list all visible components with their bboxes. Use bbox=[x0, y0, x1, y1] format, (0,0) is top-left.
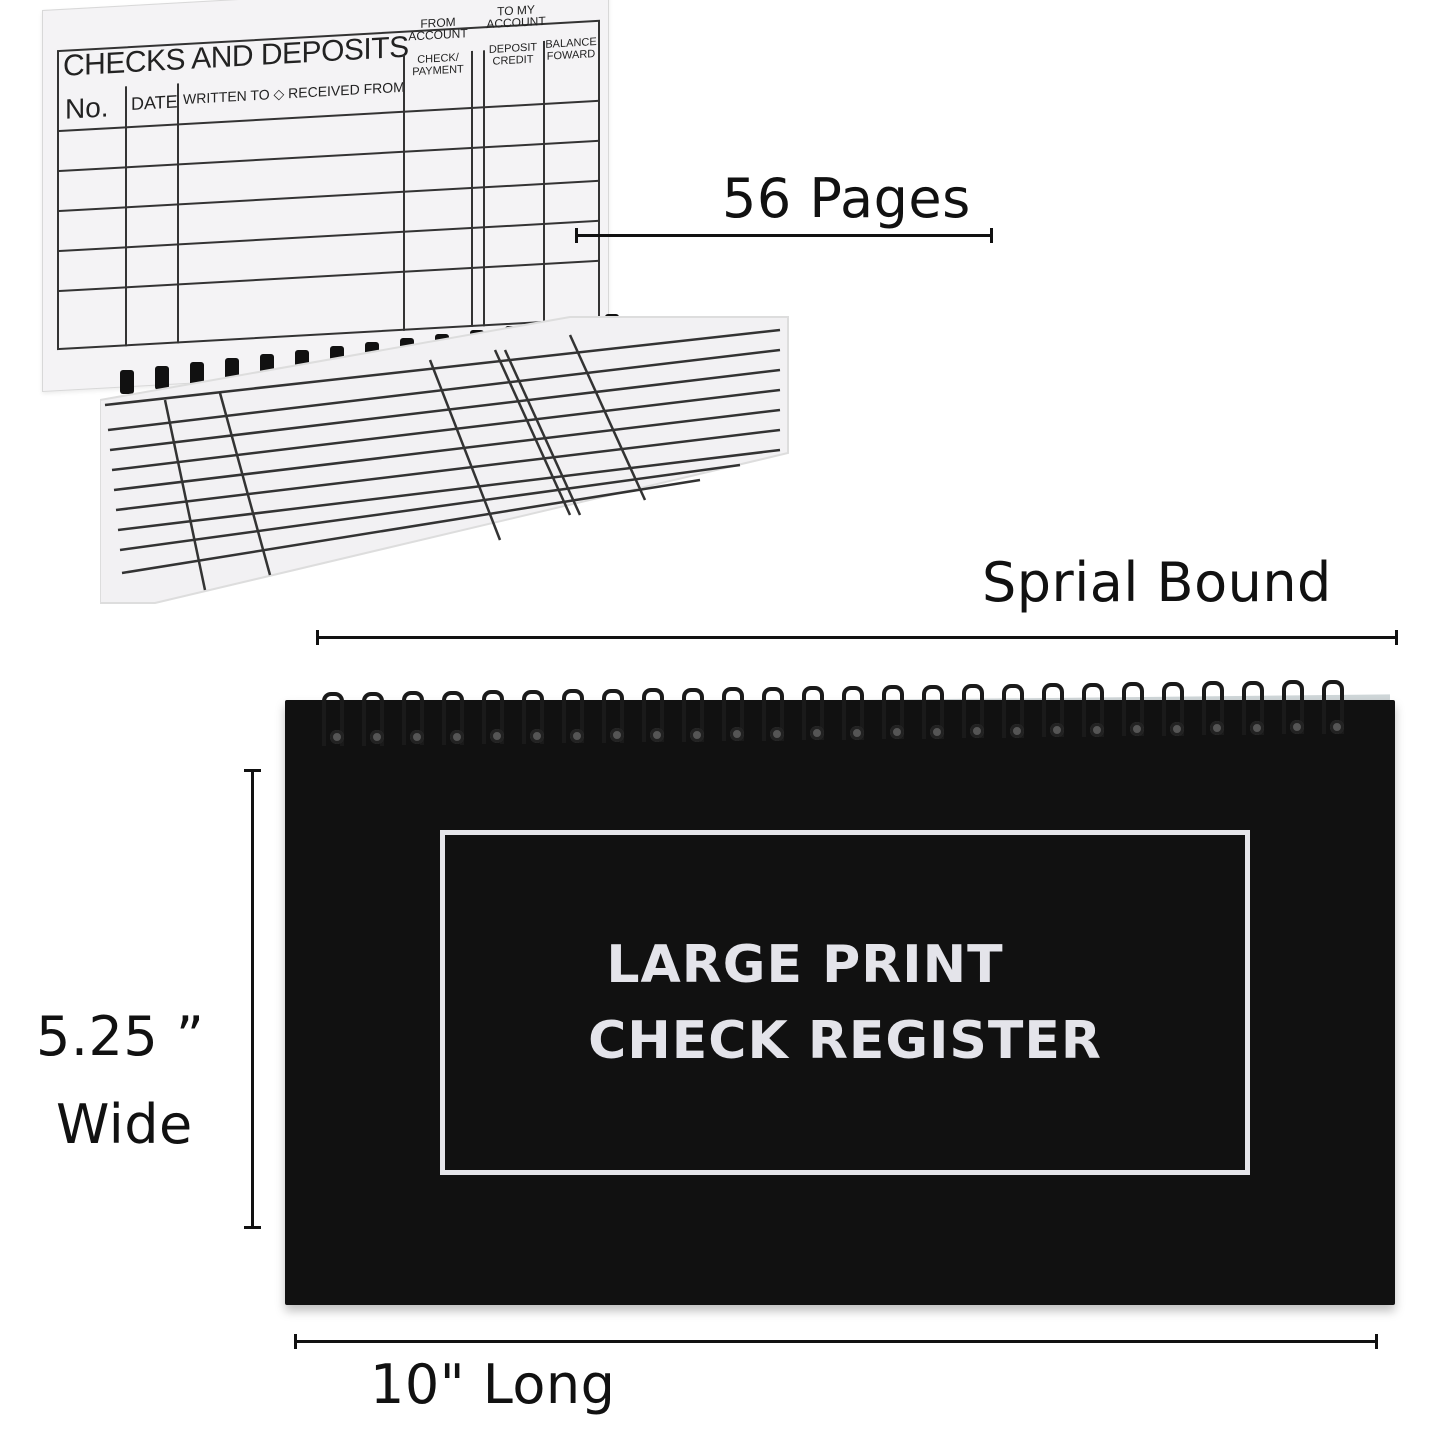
length-callout-text: 10" Long bbox=[370, 1353, 616, 1416]
length-dimension-line bbox=[294, 1334, 1378, 1349]
cover-title-line2: CHECK REGISTER bbox=[588, 1011, 1102, 1071]
notebook-cover: LARGE PRINT CHECK REGISTER bbox=[285, 700, 1395, 1305]
col-check-payment: CHECK/ PAYMENT bbox=[412, 51, 464, 79]
pages-callout-text: 56 Pages bbox=[722, 167, 971, 230]
binding-callout-text: Sprial Bound bbox=[982, 551, 1332, 614]
col-no: No. bbox=[65, 91, 109, 125]
to-my-account-label: TO MY ACCOUNT bbox=[486, 2, 546, 32]
binding-dimension-line bbox=[316, 630, 1398, 645]
cover-title-box: LARGE PRINT CHECK REGISTER bbox=[440, 830, 1250, 1175]
col-date: DATE bbox=[131, 91, 178, 115]
width-callout-label: Wide bbox=[56, 1093, 193, 1156]
cover-title-line1: LARGE PRINT bbox=[606, 935, 1004, 995]
width-callout-value: 5.25 ” bbox=[36, 1005, 205, 1068]
col-balance-forward: BALANCE FOWARD bbox=[545, 35, 597, 63]
spiral-binding bbox=[320, 680, 1380, 760]
width-dimension-line bbox=[244, 769, 261, 1229]
from-account-label: FROM ACCOUNT bbox=[408, 14, 468, 44]
col-deposit-credit: DEPOSIT CREDIT bbox=[488, 41, 538, 68]
register-bottom-page bbox=[100, 316, 789, 604]
pages-callout-line bbox=[575, 228, 993, 243]
